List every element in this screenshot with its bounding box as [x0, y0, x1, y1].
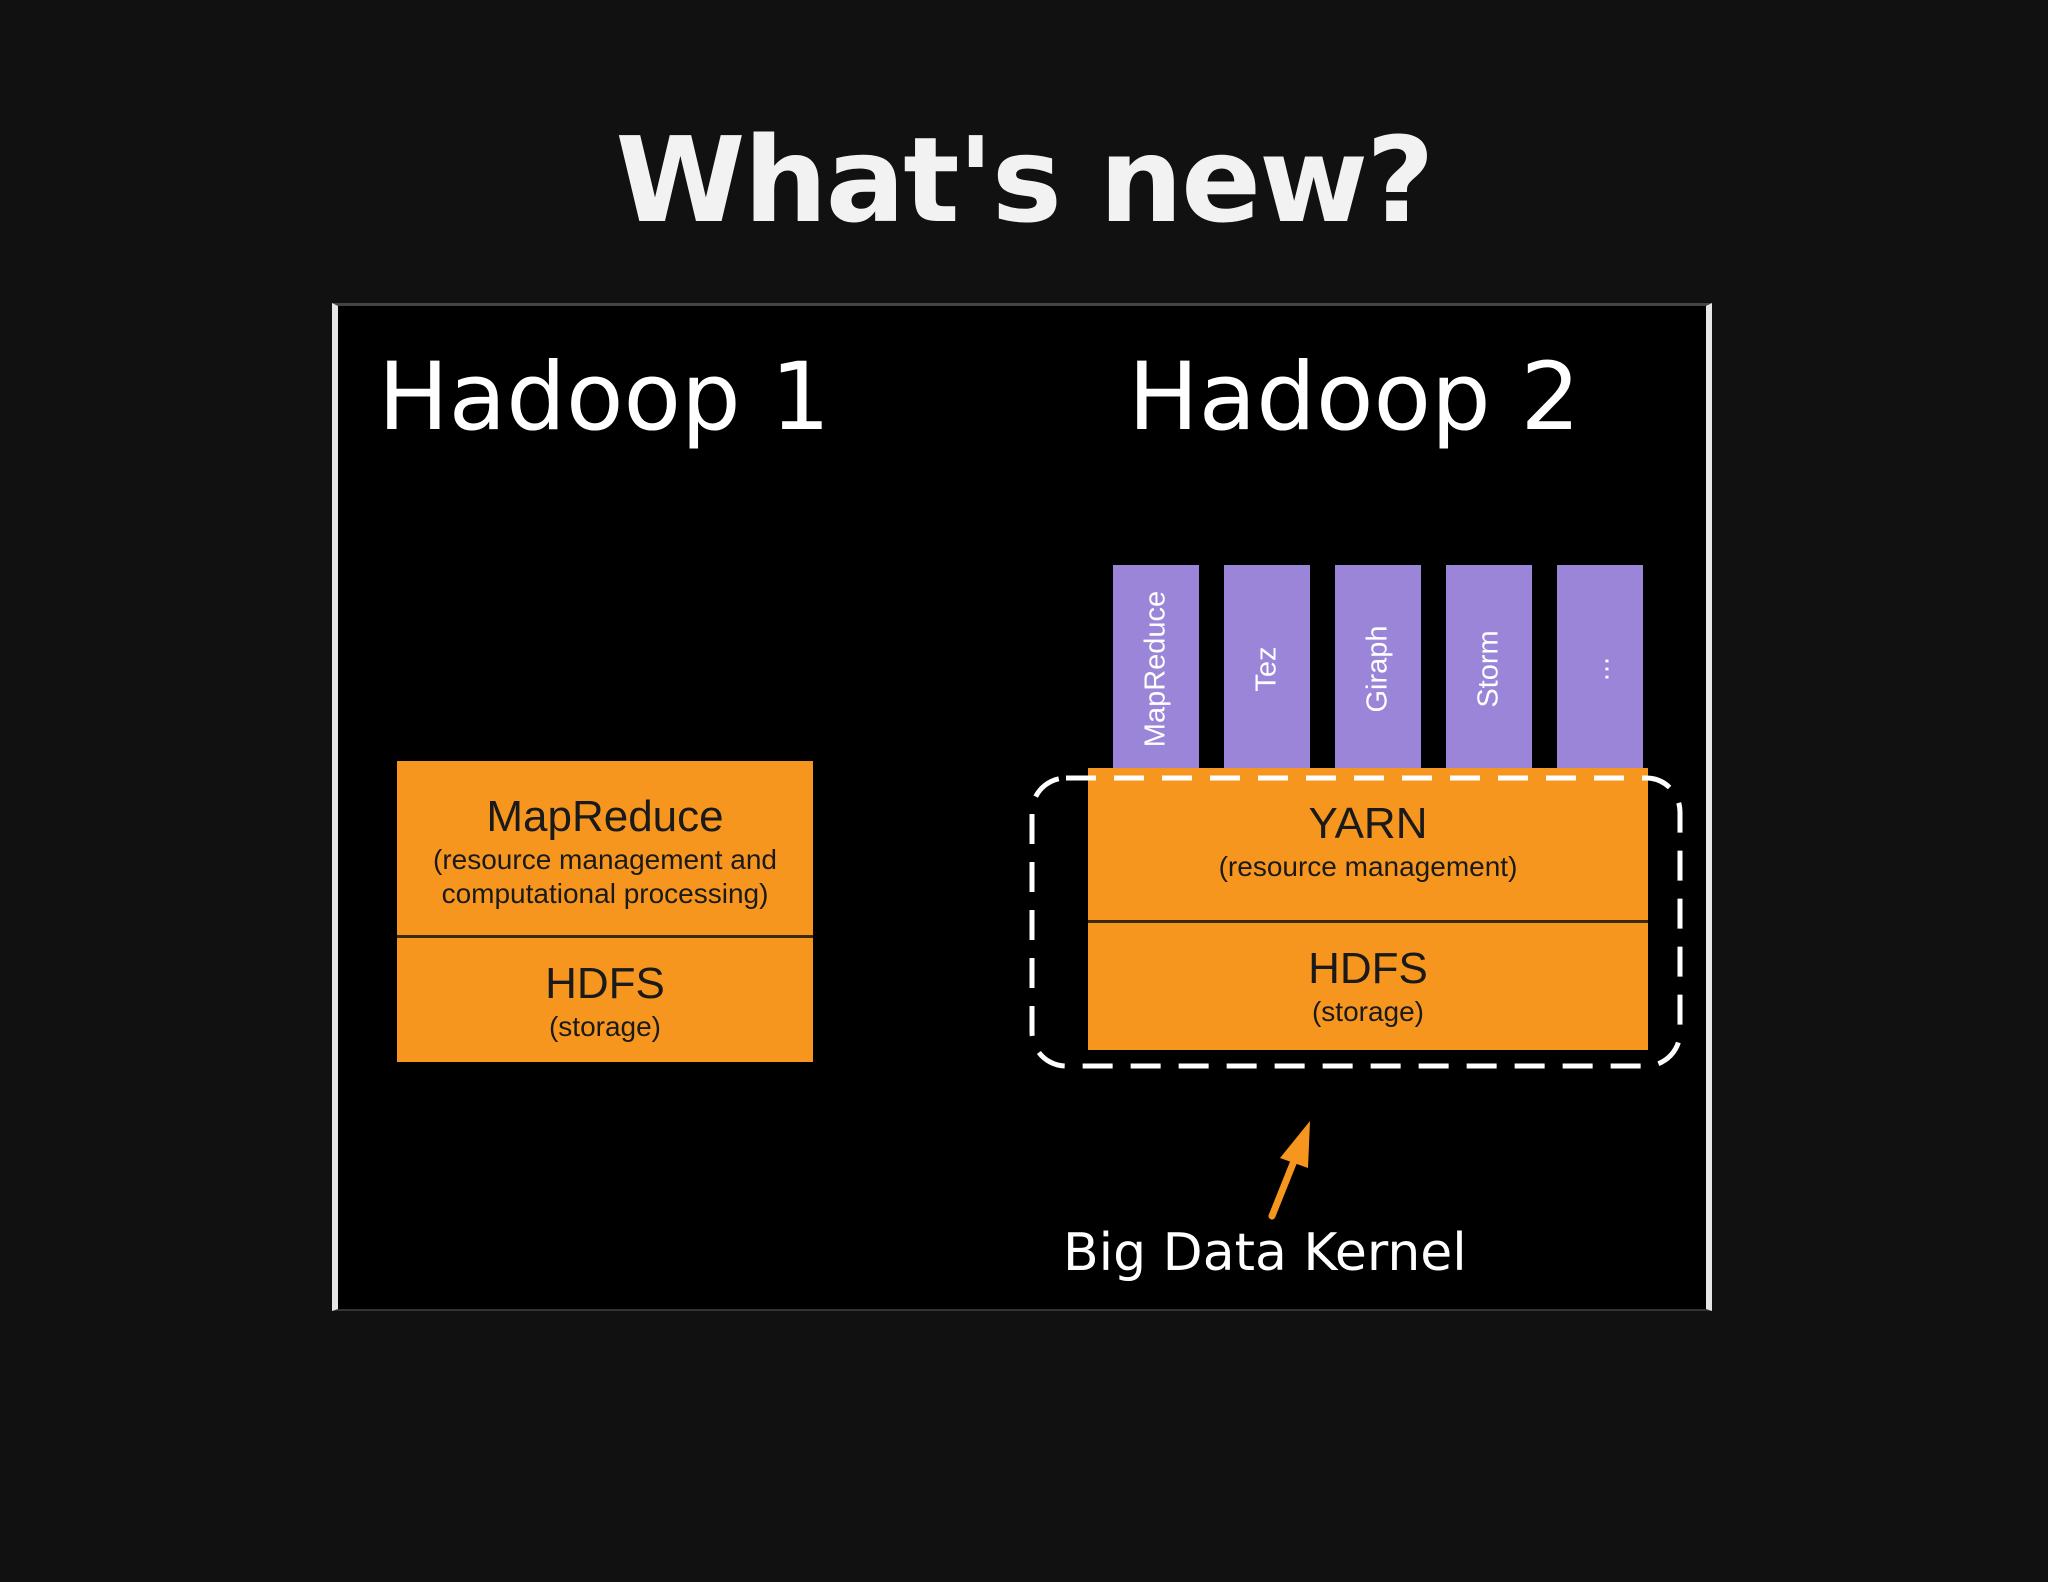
hadoop2-yarn-box: YARN (resource management) — [1088, 768, 1648, 920]
hadoop2-yarn-title: YARN — [1308, 799, 1428, 848]
diagram-frame: Hadoop 1 Hadoop 2 MapReduce (resource ma… — [332, 303, 1712, 1311]
hadoop1-mapreduce-subtitle-line2: computational processing) — [441, 878, 769, 909]
app-label-giraph: Giraph — [1361, 625, 1394, 713]
hadoop2-hdfs-box: HDFS (storage) — [1088, 920, 1648, 1050]
hadoop2-yarn-subtitle: (resource management) — [1218, 851, 1518, 882]
hadoop1-hdfs-subtitle: (storage) — [548, 1011, 662, 1042]
app-label-tez: Tez — [1250, 646, 1283, 692]
app-column-giraph: Giraph — [1335, 565, 1421, 773]
hadoop1-mapreduce-subtitle-line1: (resource management and — [433, 844, 777, 875]
arrow-shaft — [1268, 1152, 1300, 1220]
hadoop2-hdfs-subtitle: (storage) — [1311, 996, 1425, 1027]
app-column-storm: Storm — [1446, 565, 1532, 773]
app-column-mapreduce: MapReduce — [1113, 565, 1199, 773]
hadoop1-hdfs-title: HDFS — [545, 959, 665, 1008]
hadoop2-hdfs-title: HDFS — [1308, 944, 1428, 993]
slide-title: What's new? — [615, 111, 1434, 249]
app-label-mapreduce: MapReduce — [1139, 590, 1172, 748]
big-data-kernel-label: Big Data Kernel — [1063, 1223, 1467, 1283]
hadoop1-mapreduce-title: MapReduce — [486, 792, 724, 841]
app-label-storm: Storm — [1472, 630, 1505, 708]
app-label-more: ... — [1583, 656, 1616, 682]
arrow-head — [1280, 1121, 1310, 1168]
hadoop1-mapreduce-box: MapReduce (resource management and compu… — [397, 761, 813, 935]
hadoop1-heading: Hadoop 1 — [378, 343, 831, 452]
app-column-more: ... — [1557, 565, 1643, 773]
hadoop2-heading: Hadoop 2 — [1128, 343, 1581, 452]
app-column-tez: Tez — [1224, 565, 1310, 773]
hadoop1-hdfs-box: HDFS (storage) — [397, 935, 813, 1062]
